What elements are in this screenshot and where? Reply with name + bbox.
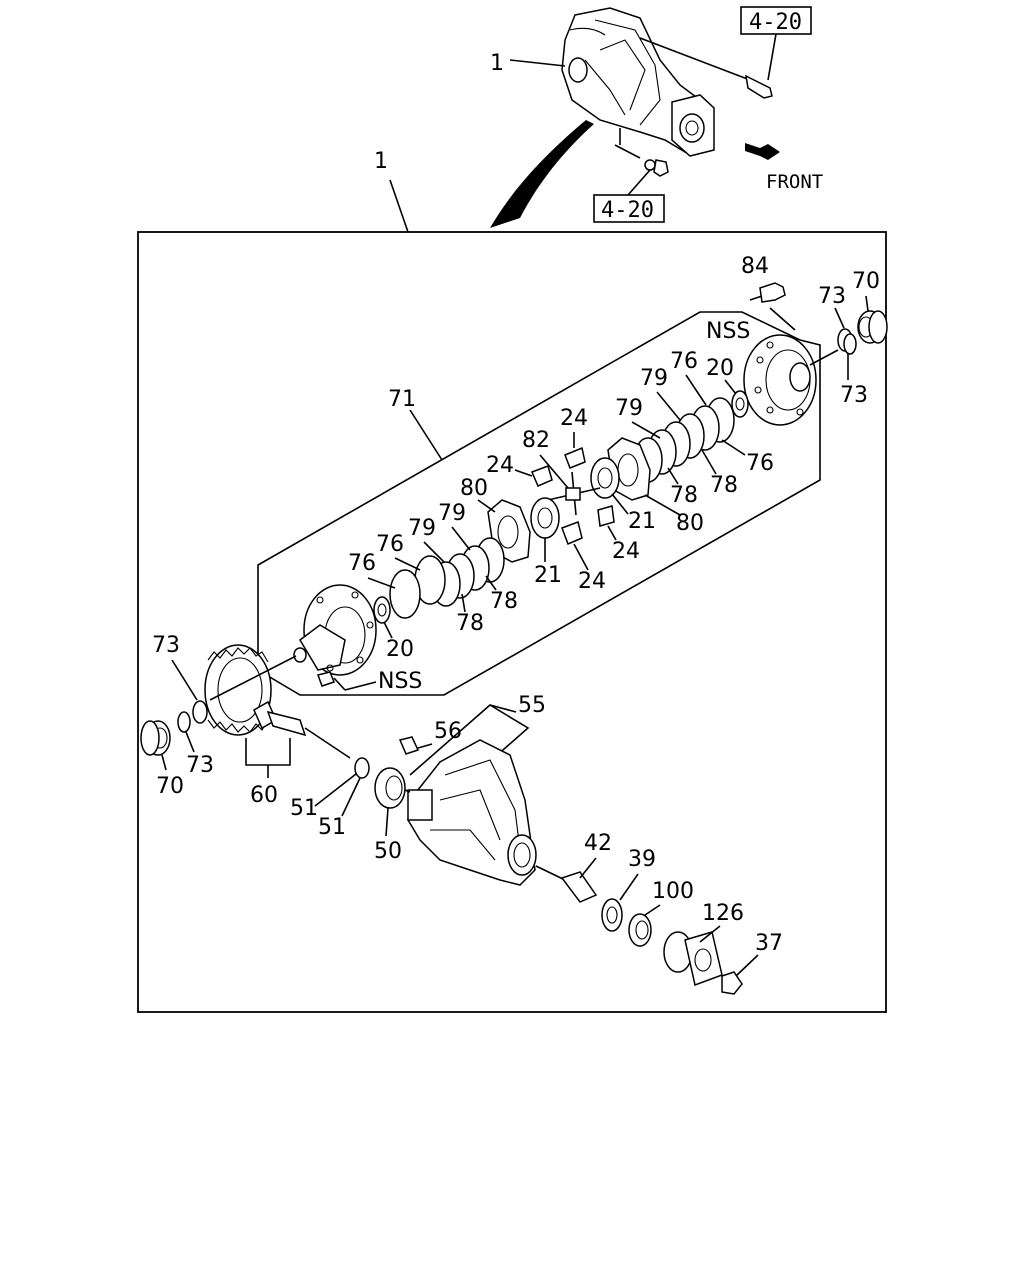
pinion-cross-shaft xyxy=(547,471,601,516)
curved-arrow xyxy=(490,120,594,228)
clutch-stack-right xyxy=(633,397,735,483)
nss-label-top: NSS xyxy=(706,319,750,344)
callout-20-lower: 20 xyxy=(386,637,414,662)
callout-20-upper: 20 xyxy=(706,356,734,381)
callout-80-left: 80 xyxy=(460,476,488,501)
callout-79-lower-b: 79 xyxy=(408,516,436,541)
callout-24-top: 24 xyxy=(560,406,588,431)
callout-1-top: 1 xyxy=(490,51,504,76)
callout-82: 82 xyxy=(522,428,550,453)
axle-housing-assembly xyxy=(561,7,773,177)
callout-55: 55 xyxy=(518,693,546,718)
callout-78-upper-b: 78 xyxy=(670,483,698,508)
carrier-housing xyxy=(407,739,537,886)
callout-21-right: 21 xyxy=(628,509,656,534)
callout-126: 126 xyxy=(702,901,744,926)
ref-box-top-label: 4-20 xyxy=(749,10,802,35)
callout-51-lower: 51 xyxy=(318,815,346,840)
arrow-front-icon xyxy=(745,143,780,160)
callout-78-upper-a: 78 xyxy=(710,473,738,498)
callout-51-upper: 51 xyxy=(290,796,318,821)
callout-50: 50 xyxy=(374,839,402,864)
callout-42: 42 xyxy=(584,831,612,856)
callout-24-bottom: 24 xyxy=(578,569,606,594)
callout-78-lower-a: 78 xyxy=(490,589,518,614)
callout-80-right: 80 xyxy=(676,511,704,536)
callout-56: 56 xyxy=(434,719,462,744)
callout-37: 37 xyxy=(755,931,783,956)
callout-73-lower: 73 xyxy=(840,383,868,408)
callout-79-upper-a: 79 xyxy=(640,366,668,391)
companion-flange xyxy=(663,931,723,987)
leader-1-top xyxy=(509,59,566,67)
callout-71: 71 xyxy=(388,387,416,412)
drive-pinion xyxy=(253,700,351,759)
callout-60: 60 xyxy=(250,783,278,808)
callout-76-lower-a: 76 xyxy=(376,532,404,557)
callout-70-right: 70 xyxy=(852,269,880,294)
ref-box-bottom-label: 4-20 xyxy=(601,198,654,223)
clutch-stack-left xyxy=(389,537,505,619)
ref-box-top xyxy=(740,6,812,35)
callout-73-upper: 73 xyxy=(818,284,846,309)
callout-79-lower-a: 79 xyxy=(438,501,466,526)
differential-case-right xyxy=(743,334,839,426)
callout-70-left: 70 xyxy=(156,774,184,799)
nss-label-bottom: NSS xyxy=(378,669,422,694)
callout-76-upper-b: 76 xyxy=(746,451,774,476)
callout-73-left-bottom: 73 xyxy=(186,753,214,778)
callout-39: 39 xyxy=(628,847,656,872)
callout-76-upper-a: 76 xyxy=(670,349,698,374)
callout-78-lower-b: 78 xyxy=(456,611,484,636)
front-label: FRONT xyxy=(766,171,823,193)
callout-24-right: 24 xyxy=(612,539,640,564)
ref-box-bottom xyxy=(593,194,665,223)
callout-73-left-top: 73 xyxy=(152,633,180,658)
callout-79-upper-b: 79 xyxy=(615,396,643,421)
differential-case-left xyxy=(293,584,377,676)
group-71-outline xyxy=(257,311,821,696)
exploded-view-frame xyxy=(137,231,887,1013)
callout-21-left: 21 xyxy=(534,563,562,588)
callout-84: 84 xyxy=(741,254,769,279)
callout-24-left: 24 xyxy=(486,453,514,478)
callout-1-box: 1 xyxy=(374,149,388,174)
callout-100: 100 xyxy=(652,879,694,904)
callout-76-lower-b: 76 xyxy=(348,551,376,576)
